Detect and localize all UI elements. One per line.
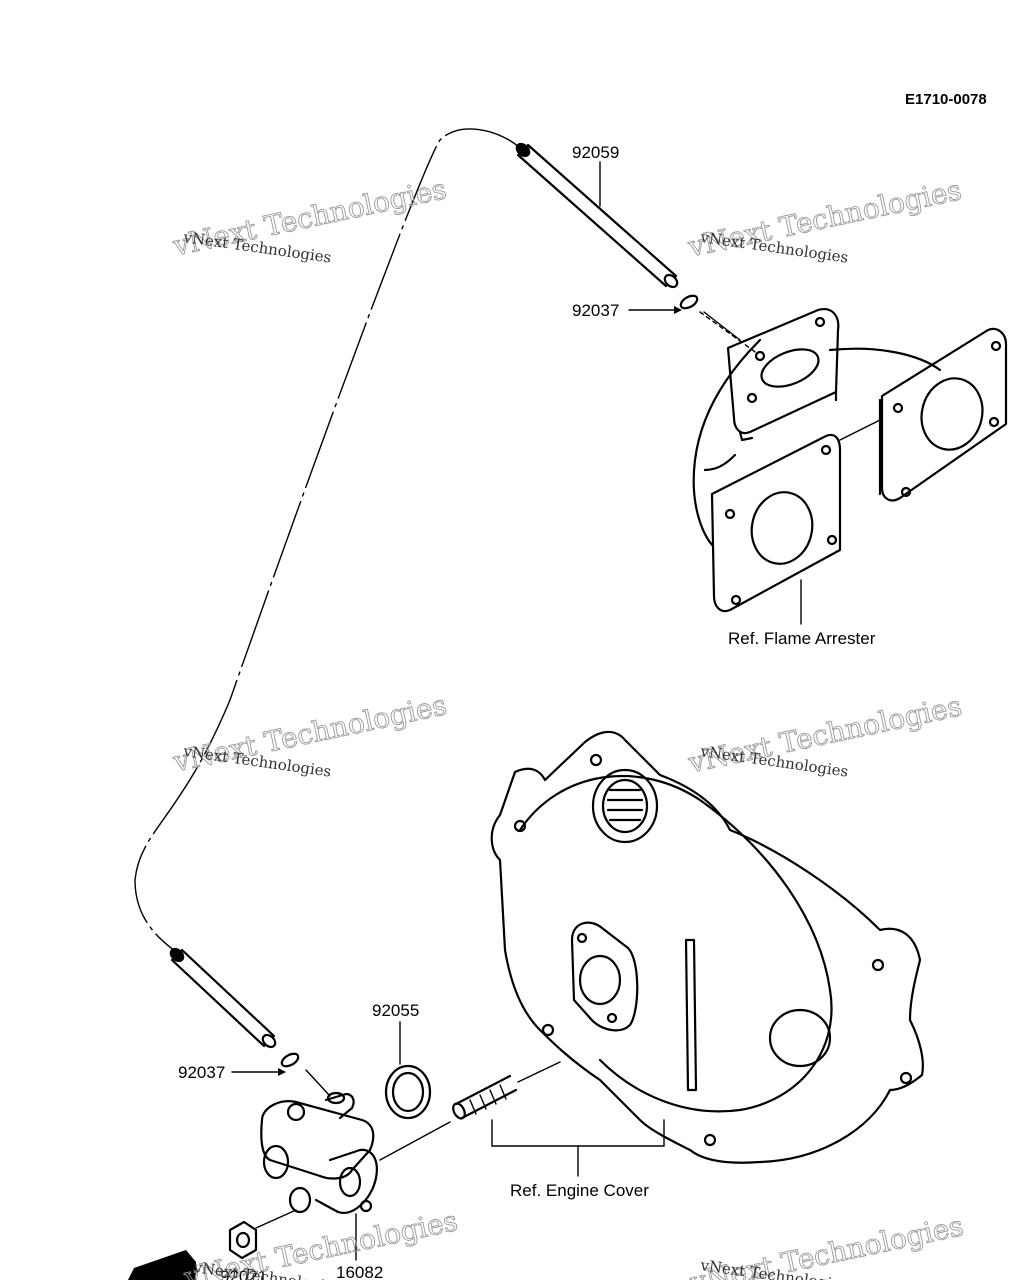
hose-bottom-part [169, 947, 277, 1049]
label-ref-engine-cover: Ref. Engine Cover [510, 1181, 649, 1200]
stud-part [452, 1061, 561, 1120]
hose-route-line [134, 128, 521, 956]
label-92055: 92055 [372, 1001, 419, 1020]
corner-stamp [128, 1250, 196, 1280]
drawing-code: E1710-0078 [905, 91, 987, 108]
nut-part [228, 1220, 258, 1260]
label-92037-bottom: 92037 [178, 1063, 225, 1082]
hose-top-part [515, 142, 679, 289]
o-ring-part [384, 1064, 432, 1120]
label-16082: 16082 [336, 1263, 383, 1280]
label-92037-top: 92037 [572, 301, 619, 320]
flame-arrester-part [692, 308, 1008, 613]
engine-cover-part [490, 730, 924, 1164]
clamp-bottom-part [231, 1052, 331, 1097]
engine-cover-ref-bracket [491, 1119, 665, 1177]
clamp-top-part [628, 294, 741, 341]
pump-part [255, 1091, 451, 1229]
label-92059: 92059 [572, 143, 619, 162]
label-ref-flame-arrester: Ref. Flame Arrester [728, 629, 876, 648]
